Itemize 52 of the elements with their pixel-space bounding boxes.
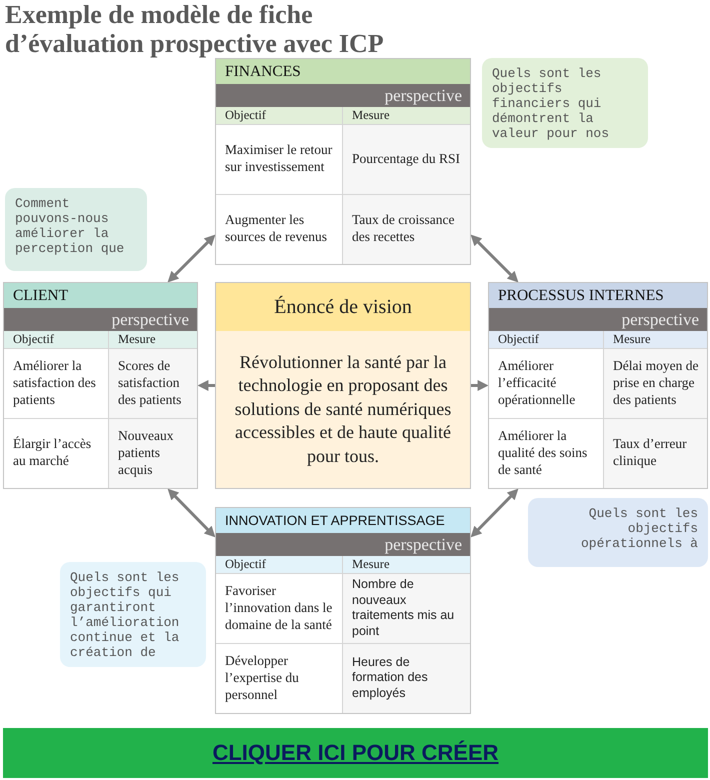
double-arrow [168, 488, 216, 538]
column-header: Objectif [489, 331, 604, 349]
subheading-band: perspective [489, 308, 707, 331]
arrow [471, 380, 489, 391]
table-cell: Taux de croissance des recettes [343, 194, 470, 264]
table-cell: Nouveaux patients acquis [109, 418, 197, 488]
column-header: Mesure [343, 556, 470, 574]
heading-band: INNOVATION ET APPRENTISSAGE [216, 508, 470, 533]
scorecard-table [488, 282, 708, 489]
subheading-band: perspective [216, 84, 470, 107]
scorecard-table [215, 58, 471, 265]
statement-panel: Révolutionner la santé par la technologie en proposant des solutions de santé numériques accessibles et de haute qualité pour tous. [216, 331, 470, 488]
subheading-band: perspective [4, 308, 197, 331]
heading-band: CLIENT [4, 283, 197, 308]
table-cell: Maximiser le retour sur investissement [216, 125, 343, 194]
table-cell: Pourcentage du RSI [343, 125, 470, 194]
table-cell: Favoriser l’innovation dans le domaine de la santé [216, 574, 343, 644]
vision-panel [215, 282, 471, 489]
heading-band: Énoncé de vision [216, 283, 470, 331]
note-card: Quels sont les objectifs opérationnels à [528, 498, 708, 567]
table-cell: Nombre de nouveaux traitements mis au point [343, 574, 470, 644]
note-card: Quels sont les objectifs qui garantiront l’amélioration continue et la création de [60, 562, 206, 667]
table-cell: Taux d’erreur clinique [604, 418, 707, 488]
table-cell: Scores de satisfaction des patients [109, 349, 197, 418]
note-card: Comment pouvons-nous améliorer la perception que [5, 188, 147, 271]
table-cell: Augmenter les sources de revenus [216, 194, 343, 264]
table-cell: Heures de formation des employés [343, 644, 470, 713]
heading-band: PROCESSUS INTERNES [489, 283, 707, 308]
column-header: Mesure [343, 107, 470, 125]
double-arrow [470, 234, 518, 282]
column-header: Objectif [216, 556, 343, 574]
table-cell: Délai moyen de prise en charge des patients [604, 349, 707, 418]
scorecard-table [215, 507, 471, 714]
column-header: Mesure [604, 331, 707, 349]
subheading-band: perspective [216, 533, 470, 556]
link: CLIQUER ICI POUR CRÉER [212, 740, 499, 766]
arrow [197, 380, 215, 391]
note-card: Quels sont les objectifs financiers qui démontrent la valeur pour nos [482, 58, 648, 148]
column-header: Mesure [109, 331, 197, 349]
heading-band: FINANCES [216, 59, 470, 84]
column-header: Objectif [216, 107, 343, 125]
table-cell: Élargir l’accès au marché [4, 418, 109, 488]
double-arrow [168, 234, 216, 282]
title: Exemple de modèle de fiche d’évaluation prospective avec ICP [5, 0, 385, 58]
column-header: Objectif [4, 331, 109, 349]
double-arrow [470, 488, 518, 538]
table-cell: Améliorer la satisfaction des patients [4, 349, 109, 418]
table-cell: Améliorer l’efficacité opérationnelle [489, 349, 604, 418]
table-cell: Améliorer la qualité des soins de santé [489, 418, 604, 488]
scorecard-table [3, 282, 198, 489]
call-to-action-banner [3, 728, 708, 778]
table-cell: Développer l’expertise du personnel [216, 644, 343, 713]
